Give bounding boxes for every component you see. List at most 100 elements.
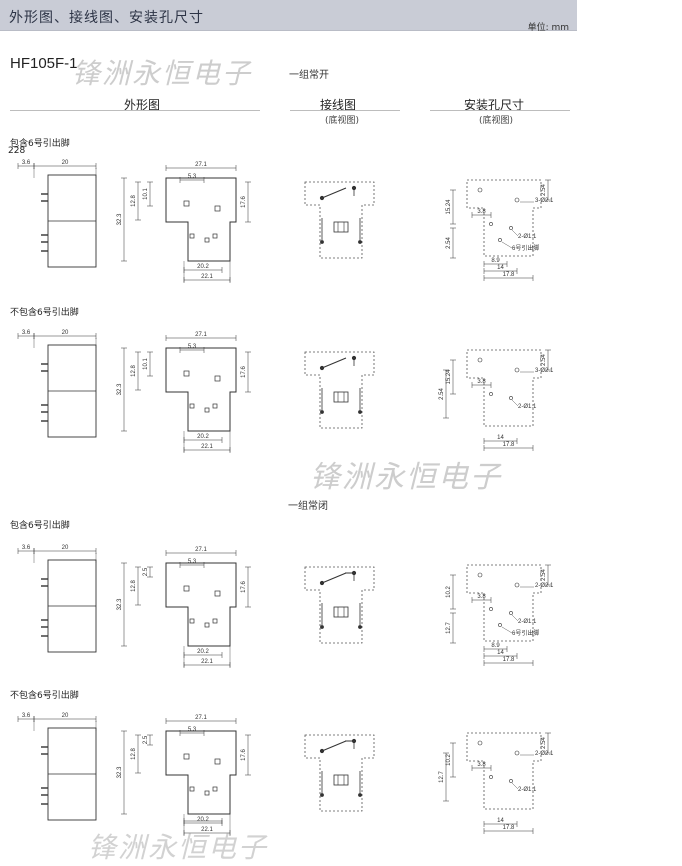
pin-square bbox=[183, 200, 190, 207]
pin-square bbox=[212, 403, 218, 409]
dim-label: 17.8 bbox=[503, 825, 515, 831]
dim-label: 32.3 bbox=[117, 598, 123, 610]
terminal-dot bbox=[320, 240, 324, 244]
section-label: 不包含6号引出脚 bbox=[10, 691, 79, 701]
dim-label: 17.8 bbox=[503, 272, 515, 278]
wiring-outline bbox=[304, 351, 375, 429]
mount-outline bbox=[466, 564, 542, 642]
wiring-outline bbox=[304, 566, 375, 644]
dim-label: 14 bbox=[497, 650, 504, 656]
header-title: 外形图、接线图、安装孔尺寸 bbox=[9, 10, 204, 26]
dim-label: 8.9 bbox=[491, 643, 500, 649]
column-rule bbox=[10, 110, 260, 111]
dim-label: 12.8 bbox=[131, 580, 137, 592]
column-rule bbox=[290, 110, 400, 111]
mount-hole-small bbox=[489, 775, 493, 779]
contact-type-no: 一组常开 bbox=[289, 70, 329, 81]
wiring-outline bbox=[304, 734, 375, 812]
terminal-dot bbox=[358, 793, 362, 797]
dim-label: 5.3 bbox=[188, 344, 197, 350]
dim-label: 3.6 bbox=[22, 713, 31, 719]
column-wiring-sub: (底视图) bbox=[325, 116, 360, 126]
dim-label: 14 bbox=[497, 265, 504, 271]
dim-label: 2.54 bbox=[541, 354, 547, 366]
model-number: HF105F-1 bbox=[10, 55, 78, 72]
mount-hole-small bbox=[509, 611, 513, 615]
mount-outline bbox=[466, 349, 542, 427]
dim-label: 12.8 bbox=[131, 748, 137, 760]
dim-label: 22.1 bbox=[201, 659, 213, 665]
pin-square bbox=[189, 403, 195, 409]
section-code: 228 bbox=[8, 146, 26, 156]
pin-square bbox=[204, 790, 210, 796]
dim-label: 22.1 bbox=[201, 827, 213, 833]
dim-label: 14 bbox=[497, 435, 504, 441]
dim-label: 27.1 bbox=[195, 547, 207, 553]
dim-label: 20.2 bbox=[197, 264, 209, 270]
dim-label: 10.1 bbox=[143, 188, 149, 200]
dim-label: 12.8 bbox=[131, 195, 137, 207]
dim-label: 2.5 bbox=[143, 735, 149, 744]
mount-hole-large bbox=[477, 357, 483, 363]
hole-callout: 3-Ø2.1 bbox=[535, 368, 554, 374]
leader bbox=[501, 626, 513, 634]
leader bbox=[511, 229, 519, 237]
dim-label: 32.3 bbox=[117, 383, 123, 395]
section-label: 包含6号引出脚 bbox=[10, 521, 70, 531]
pin-square bbox=[204, 407, 210, 413]
coil-box bbox=[333, 774, 349, 786]
pin-square bbox=[189, 786, 195, 792]
dim-label: 17.6 bbox=[241, 366, 247, 378]
dim-label: 2.5 bbox=[143, 567, 149, 576]
mount-hole-pin6 bbox=[498, 238, 502, 242]
mount-hole-large bbox=[514, 750, 520, 756]
dim-label: 10.2 bbox=[446, 754, 452, 766]
mount-hole-small bbox=[509, 779, 513, 783]
dim-label: 20.2 bbox=[197, 649, 209, 655]
leader bbox=[511, 782, 519, 790]
dim-label: 2.54 bbox=[541, 737, 547, 749]
leader bbox=[511, 614, 519, 622]
section-label: 不包含6号引出脚 bbox=[10, 308, 79, 318]
dim-label: 10.2 bbox=[446, 586, 452, 598]
coil-box bbox=[333, 606, 349, 618]
pin-square bbox=[183, 753, 190, 760]
hole-callout: 2-Ø1.1 bbox=[518, 234, 537, 240]
mount-hole-small bbox=[489, 607, 493, 611]
dim-label: 3.6 bbox=[22, 160, 31, 166]
dim-label: 5.3 bbox=[188, 174, 197, 180]
coil-box bbox=[333, 221, 349, 233]
contact-arm bbox=[321, 187, 347, 199]
mount-hole-small bbox=[489, 392, 493, 396]
relay-outline bbox=[165, 730, 237, 815]
mount-hole-large bbox=[514, 197, 520, 203]
dim-label: 20.2 bbox=[197, 817, 209, 823]
mount-hole-small bbox=[509, 396, 513, 400]
wiring-outline bbox=[304, 181, 375, 259]
pin-square bbox=[183, 585, 190, 592]
dim-label: 20.2 bbox=[197, 434, 209, 440]
pin-square bbox=[204, 237, 210, 243]
mount-hole-large bbox=[477, 572, 483, 578]
dim-label: 14 bbox=[497, 818, 504, 824]
dim-label: 3.6 bbox=[22, 545, 31, 551]
hole-callout: 2-Ø1.1 bbox=[518, 787, 537, 793]
contact-arm bbox=[321, 357, 347, 369]
dim-label: 20 bbox=[62, 330, 69, 336]
dim-label: 20 bbox=[62, 160, 69, 166]
pin-square bbox=[214, 375, 221, 382]
mount-hole-large bbox=[477, 740, 483, 746]
hole-callout: 2-Ø2.1 bbox=[535, 583, 554, 589]
dim-label: 5.3 bbox=[188, 727, 197, 733]
terminal-dot bbox=[320, 625, 324, 629]
mount-hole-pin6 bbox=[498, 623, 502, 627]
column-outline: 外形图 bbox=[124, 98, 161, 112]
hole-callout: 2-Ø1.1 bbox=[518, 619, 537, 625]
dim-label: 2.54 bbox=[439, 388, 445, 400]
pin-square bbox=[212, 786, 218, 792]
watermark: 锋洲永恒电子 bbox=[72, 57, 253, 90]
contact-arm bbox=[321, 740, 347, 752]
pin-square bbox=[212, 618, 218, 624]
relay-outline bbox=[165, 177, 237, 262]
